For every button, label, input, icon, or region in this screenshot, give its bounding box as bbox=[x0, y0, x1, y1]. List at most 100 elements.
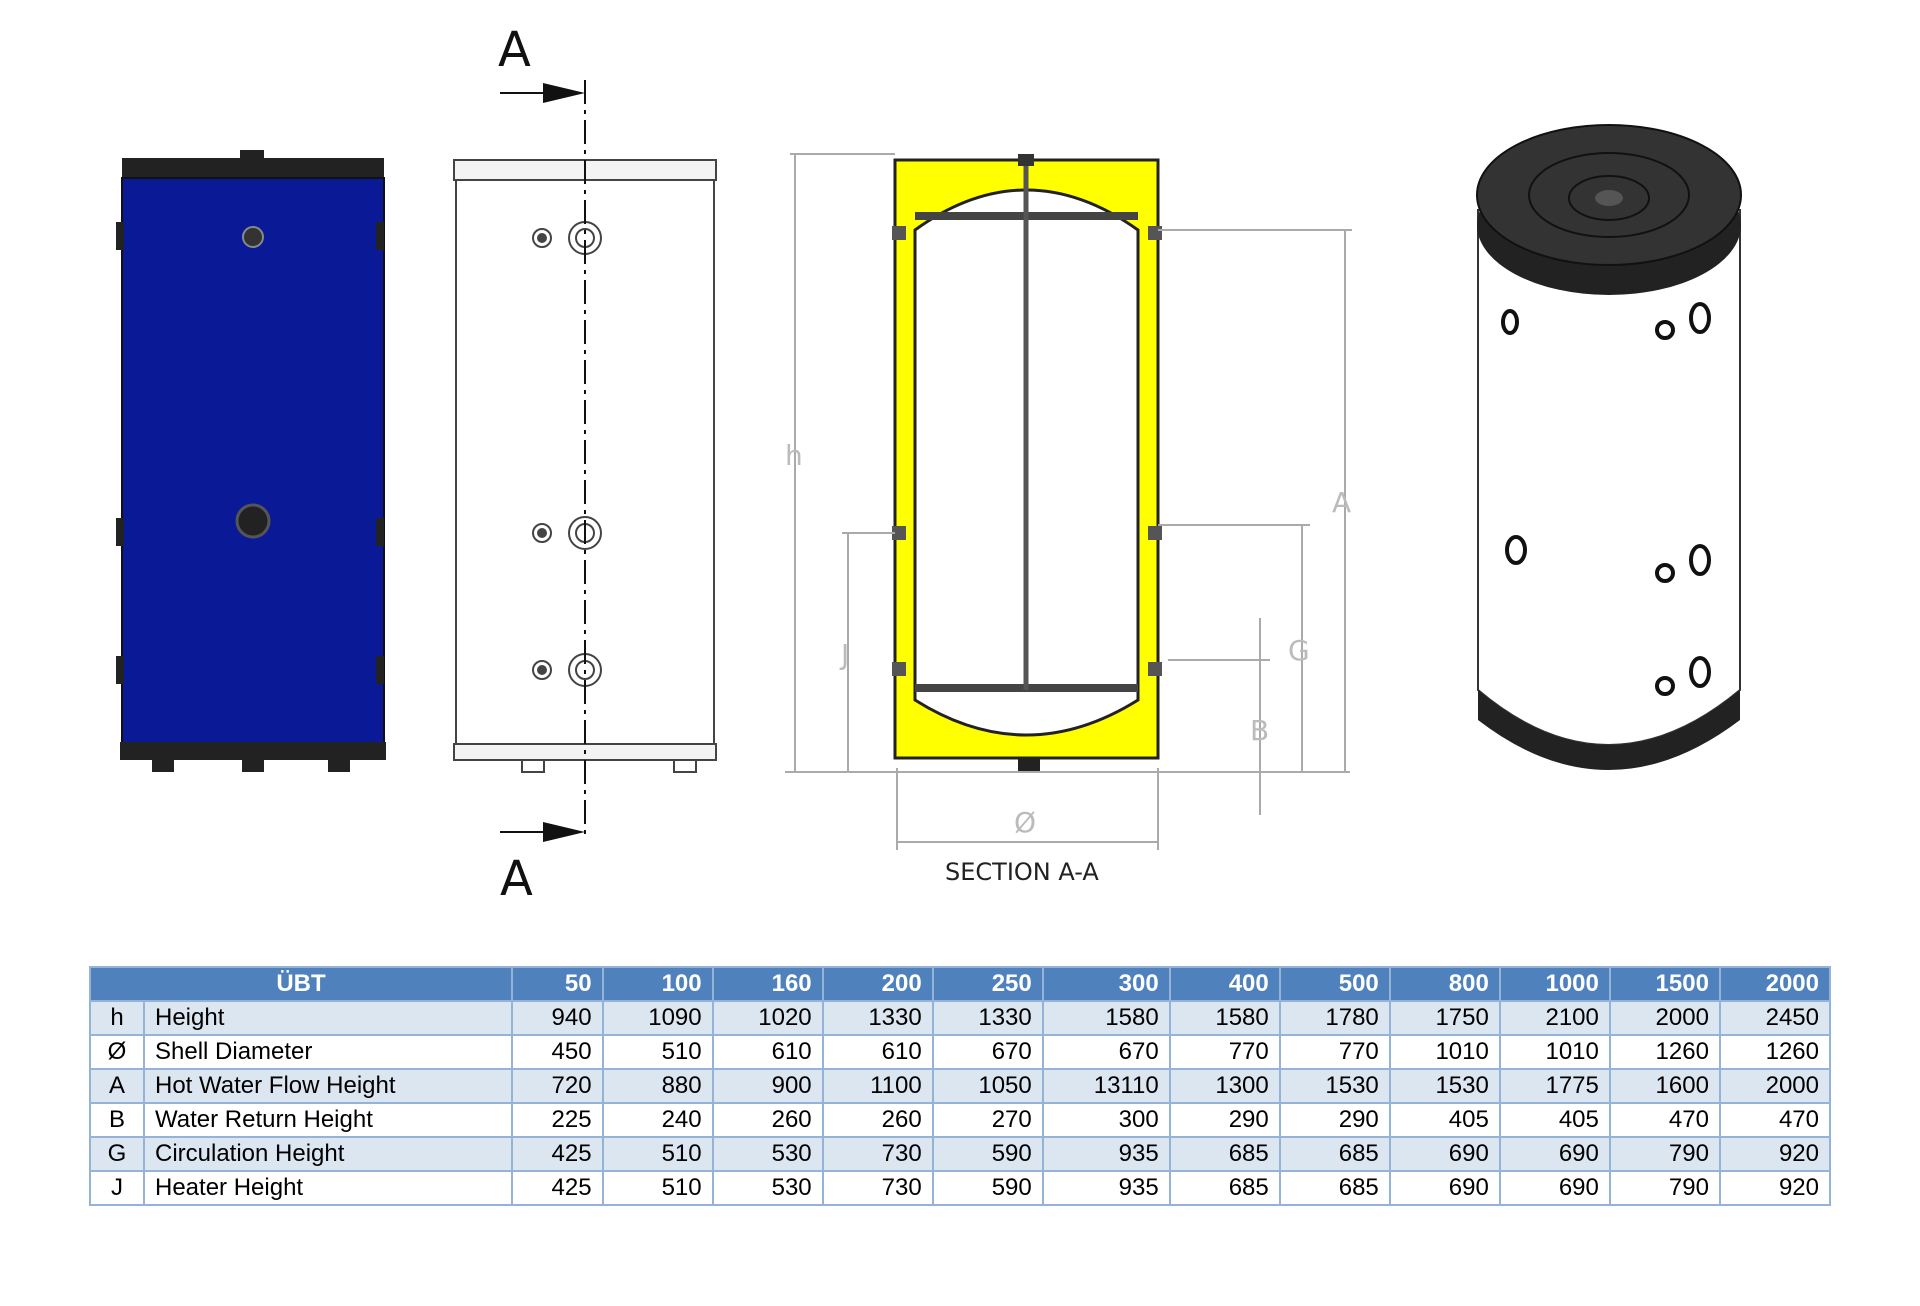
row-value: 1530 bbox=[1388, 1068, 1501, 1104]
row-value: 300 bbox=[1041, 1102, 1171, 1138]
section-marker-top: A bbox=[498, 22, 531, 78]
row-value: 1090 bbox=[601, 1000, 714, 1036]
dimension-lines bbox=[785, 153, 1352, 850]
row-value: 1050 bbox=[931, 1068, 1044, 1104]
row-value: 1260 bbox=[1608, 1034, 1721, 1070]
row-value: 2100 bbox=[1498, 1000, 1611, 1036]
dimensions-table: ÜBT 50 100 160 200 250 300 400 500 800 1… bbox=[89, 966, 1832, 1206]
row-value: 685 bbox=[1168, 1170, 1281, 1206]
row-value: 225 bbox=[511, 1102, 604, 1138]
model-header: 800 bbox=[1388, 966, 1501, 1002]
row-value: 1530 bbox=[1278, 1068, 1391, 1104]
row-value: 1010 bbox=[1388, 1034, 1501, 1070]
row-value: 880 bbox=[601, 1068, 714, 1104]
row-name: Heater Height bbox=[143, 1170, 513, 1206]
row-value: 590 bbox=[931, 1136, 1044, 1172]
dim-label-b: B bbox=[1250, 714, 1269, 747]
row-value: 240 bbox=[601, 1102, 714, 1138]
row-value: 670 bbox=[1041, 1034, 1171, 1070]
row-value: 1780 bbox=[1278, 1000, 1391, 1036]
row-value: 1100 bbox=[821, 1068, 934, 1104]
row-name: Water Return Height bbox=[143, 1102, 513, 1138]
row-value: 1750 bbox=[1388, 1000, 1501, 1036]
row-value: 530 bbox=[711, 1170, 824, 1206]
row-value: 260 bbox=[711, 1102, 824, 1138]
row-value: 770 bbox=[1168, 1034, 1281, 1070]
model-header: 160 bbox=[711, 966, 824, 1002]
row-value: 290 bbox=[1278, 1102, 1391, 1138]
row-value: 685 bbox=[1168, 1136, 1281, 1172]
row-value: 510 bbox=[601, 1136, 714, 1172]
row-value: 730 bbox=[821, 1136, 934, 1172]
row-value: 610 bbox=[821, 1034, 934, 1070]
row-symbol: h bbox=[89, 1000, 145, 1036]
row-value: 670 bbox=[931, 1034, 1044, 1070]
row-value: 610 bbox=[711, 1034, 824, 1070]
row-value: 920 bbox=[1718, 1136, 1832, 1172]
tank-3d-view bbox=[1476, 124, 1742, 770]
model-header: 2000 bbox=[1718, 966, 1832, 1002]
section-title: SECTION A-A bbox=[945, 858, 1099, 886]
row-name: Height bbox=[143, 1000, 513, 1036]
row-value: 1010 bbox=[1498, 1034, 1611, 1070]
dim-label-h: h bbox=[785, 439, 803, 472]
row-value: 2450 bbox=[1718, 1000, 1832, 1036]
row-value: 690 bbox=[1498, 1136, 1611, 1172]
row-value: 685 bbox=[1278, 1136, 1391, 1172]
row-value: 470 bbox=[1718, 1102, 1832, 1138]
row-value: 290 bbox=[1168, 1102, 1281, 1138]
row-value: 690 bbox=[1498, 1170, 1611, 1206]
row-value: 685 bbox=[1278, 1170, 1391, 1206]
row-value: 730 bbox=[821, 1170, 934, 1206]
dim-label-g: G bbox=[1288, 634, 1310, 667]
row-name: Hot Water Flow Height bbox=[143, 1068, 513, 1104]
row-value: 690 bbox=[1388, 1136, 1501, 1172]
tank-section-view bbox=[892, 154, 1162, 772]
table-header-title: ÜBT bbox=[89, 966, 513, 1002]
row-symbol: G bbox=[89, 1136, 145, 1172]
row-value: 940 bbox=[511, 1000, 604, 1036]
row-value: 530 bbox=[711, 1136, 824, 1172]
dim-label-j: J bbox=[839, 638, 849, 671]
row-value: 1330 bbox=[931, 1000, 1044, 1036]
model-header: 1000 bbox=[1498, 966, 1611, 1002]
row-value: 935 bbox=[1041, 1136, 1171, 1172]
row-value: 1775 bbox=[1498, 1068, 1611, 1104]
row-value: 770 bbox=[1278, 1034, 1391, 1070]
row-value: 470 bbox=[1608, 1102, 1721, 1138]
model-header: 200 bbox=[821, 966, 934, 1002]
row-symbol: B bbox=[89, 1102, 145, 1138]
row-value: 405 bbox=[1498, 1102, 1611, 1138]
row-symbol: A bbox=[89, 1068, 145, 1104]
tank-drawings: A A h A G J B Ø SECTION A-A bbox=[116, 22, 1742, 907]
model-header: 100 bbox=[601, 966, 714, 1002]
row-value: 13110 bbox=[1041, 1068, 1171, 1104]
row-value: 270 bbox=[931, 1102, 1044, 1138]
row-value: 510 bbox=[601, 1170, 714, 1206]
dim-label-a: A bbox=[1332, 486, 1351, 519]
model-header: 500 bbox=[1278, 966, 1391, 1002]
row-value: 1020 bbox=[711, 1000, 824, 1036]
row-value: 1600 bbox=[1608, 1068, 1721, 1104]
row-value: 1580 bbox=[1041, 1000, 1171, 1036]
row-value: 900 bbox=[711, 1068, 824, 1104]
row-value: 260 bbox=[821, 1102, 934, 1138]
row-name: Circulation Height bbox=[143, 1136, 513, 1172]
row-value: 425 bbox=[511, 1136, 604, 1172]
row-value: 920 bbox=[1718, 1170, 1832, 1206]
row-value: 425 bbox=[511, 1170, 604, 1206]
row-value: 2000 bbox=[1608, 1000, 1721, 1036]
row-name: Shell Diameter bbox=[143, 1034, 513, 1070]
tank-front-view bbox=[453, 80, 717, 842]
row-value: 1300 bbox=[1168, 1068, 1281, 1104]
row-symbol: Ø bbox=[89, 1034, 145, 1070]
row-value: 790 bbox=[1608, 1136, 1721, 1172]
tank-side-view-blue bbox=[116, 150, 386, 772]
row-value: 690 bbox=[1388, 1170, 1501, 1206]
model-header: 400 bbox=[1168, 966, 1281, 1002]
row-value: 935 bbox=[1041, 1170, 1171, 1206]
